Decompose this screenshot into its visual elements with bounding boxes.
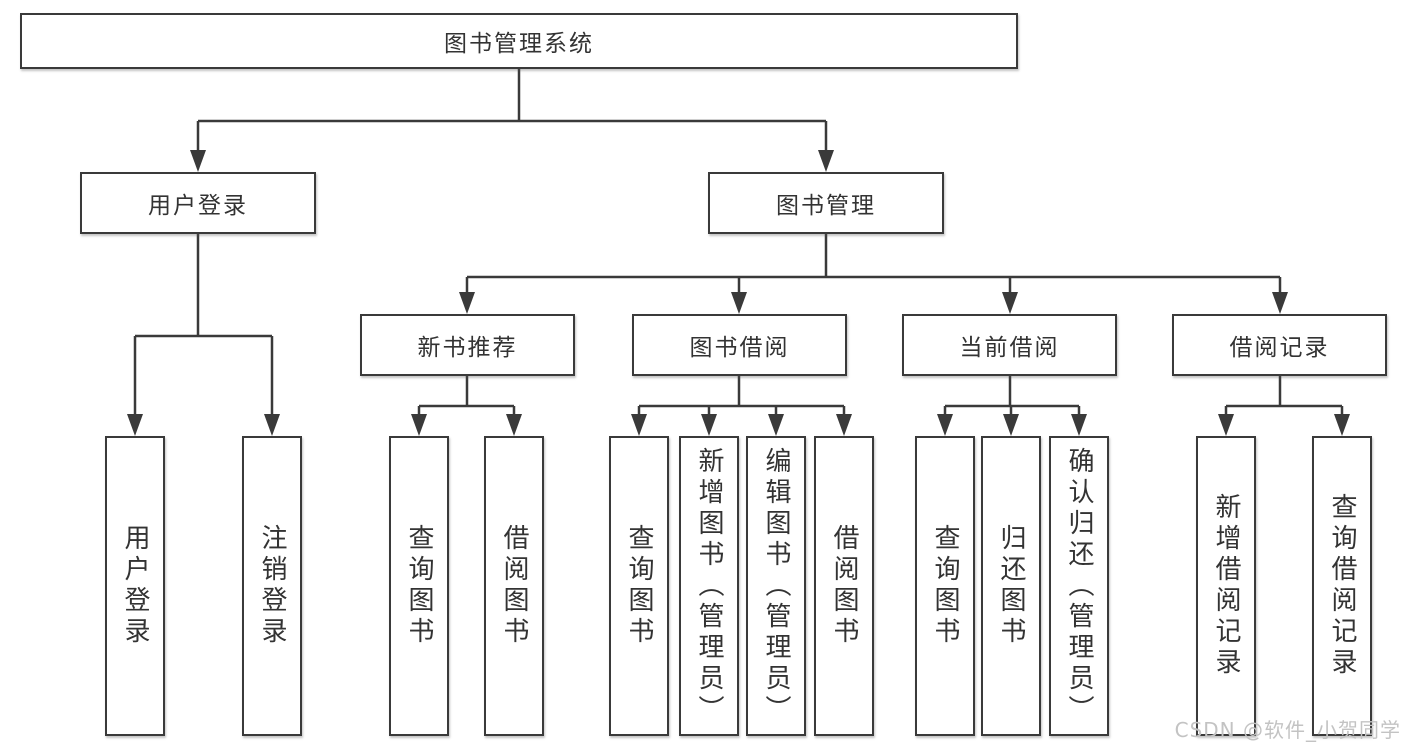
node-user-login: 用户登录: [80, 172, 316, 234]
leaf-add-book-admin: 新增图书（管理员）: [679, 436, 739, 736]
node-book-management: 图书管理: [708, 172, 944, 234]
leaf-add-book-admin-label: 新增图书（管理员）: [694, 446, 724, 726]
leaf-current-query-books-label: 查询图书: [930, 524, 960, 648]
leaf-query-borrow-record-label: 查询借阅记录: [1327, 493, 1357, 679]
leaf-return-books: 归还图书: [981, 436, 1041, 736]
leaf-user-login: 用户登录: [105, 436, 165, 736]
leaf-add-borrow-record-label: 新增借阅记录: [1211, 493, 1241, 679]
leaf-recommend-borrow-books-label: 借阅图书: [499, 524, 529, 648]
node-root: 图书管理系统: [20, 13, 1018, 69]
leaf-user-login-label: 用户登录: [120, 524, 150, 648]
node-book-borrowing: 图书借阅: [632, 314, 847, 376]
leaf-borrowing-query-books-label: 查询图书: [624, 524, 654, 648]
leaf-recommend-borrow-books: 借阅图书: [484, 436, 544, 736]
leaf-borrowing-query-books: 查询图书: [609, 436, 669, 736]
leaf-edit-book-admin-label: 编辑图书（管理员）: [761, 446, 791, 726]
leaf-return-books-label: 归还图书: [996, 524, 1026, 648]
node-current-borrowing: 当前借阅: [902, 314, 1117, 376]
node-root-label: 图书管理系统: [444, 31, 594, 57]
leaf-edit-book-admin: 编辑图书（管理员）: [746, 436, 806, 736]
leaf-current-query-books: 查询图书: [915, 436, 975, 736]
leaf-confirm-return-admin: 确认归还（管理员）: [1049, 436, 1109, 736]
leaf-borrowing-borrow-books-label: 借阅图书: [829, 524, 859, 648]
node-new-book-recommend: 新书推荐: [360, 314, 575, 376]
node-book-management-label: 图书管理: [776, 193, 876, 219]
leaf-add-borrow-record: 新增借阅记录: [1196, 436, 1256, 736]
leaf-borrowing-borrow-books: 借阅图书: [814, 436, 874, 736]
leaf-recommend-query-books: 查询图书: [389, 436, 449, 736]
node-user-login-label: 用户登录: [148, 193, 248, 219]
watermark: CSDN @软件_小贺同学: [1174, 718, 1401, 742]
leaf-logout: 注销登录: [242, 436, 302, 736]
leaf-query-borrow-record: 查询借阅记录: [1312, 436, 1372, 736]
leaf-recommend-query-books-label: 查询图书: [404, 524, 434, 648]
node-borrowing-records-label: 借阅记录: [1229, 335, 1330, 361]
node-book-borrowing-label: 图书借阅: [689, 335, 790, 361]
node-borrowing-records: 借阅记录: [1172, 314, 1387, 376]
node-new-book-recommend-label: 新书推荐: [417, 335, 518, 361]
node-current-borrowing-label: 当前借阅: [959, 335, 1060, 361]
leaf-confirm-return-admin-label: 确认归还（管理员）: [1064, 446, 1094, 726]
leaf-logout-label: 注销登录: [257, 524, 287, 648]
